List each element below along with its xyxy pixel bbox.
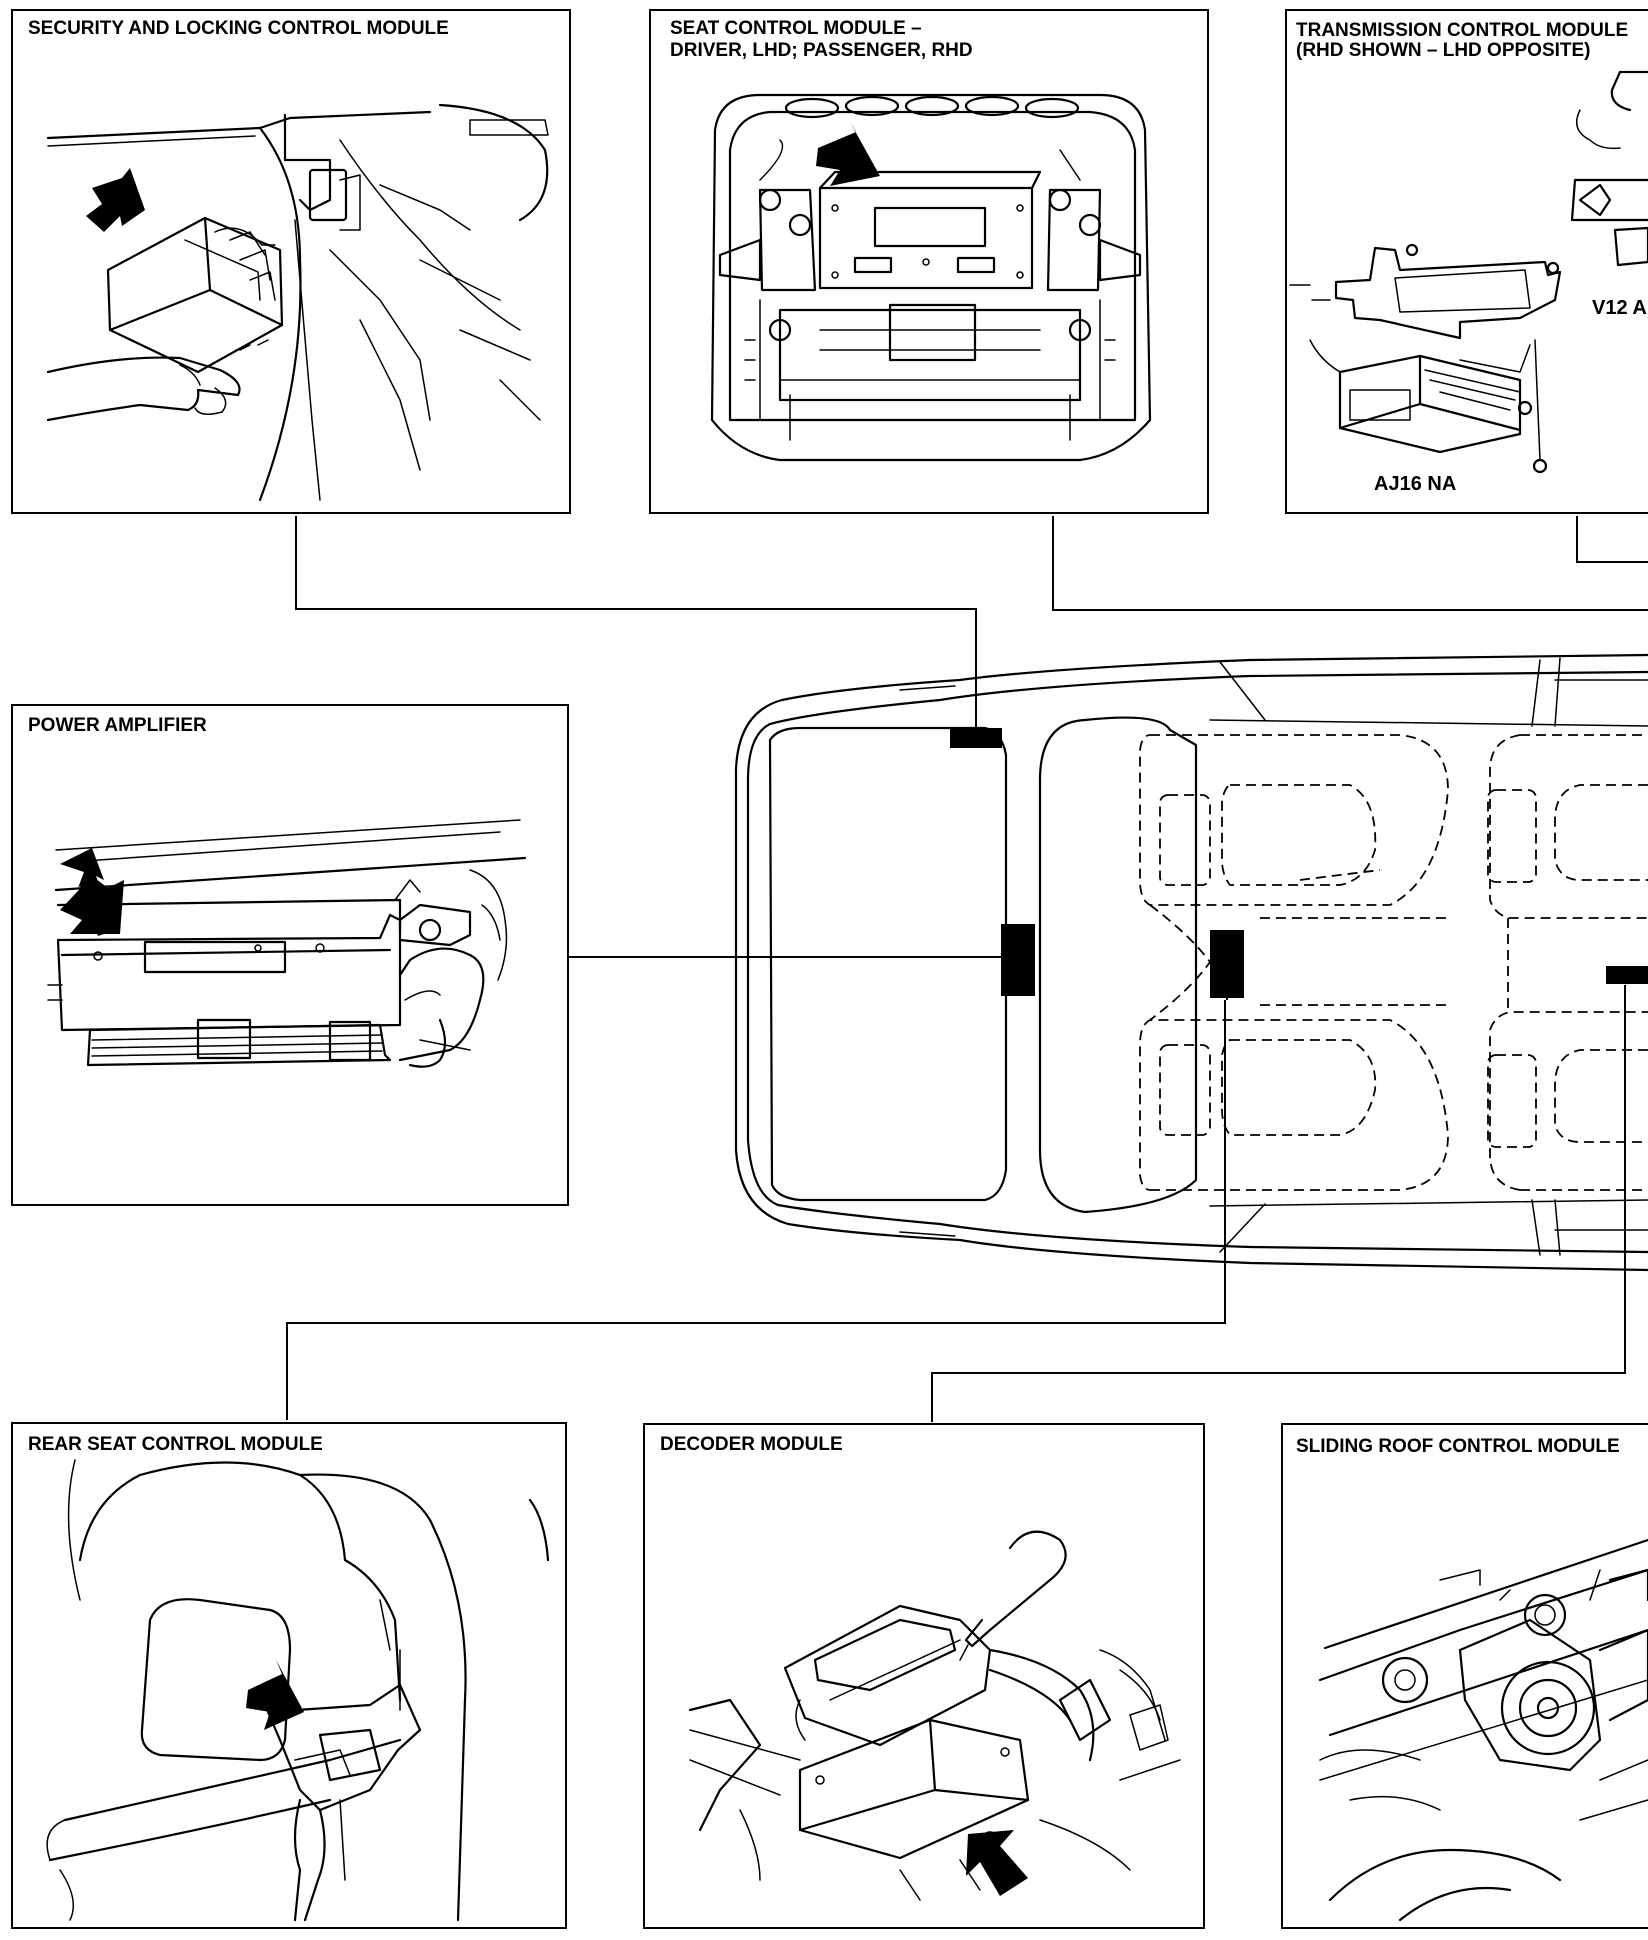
door-line-bot-1 (1219, 1203, 1266, 1253)
door-line-top-3 (1554, 657, 1561, 727)
front-seat-left (1139, 734, 1449, 906)
pointer-arrow-icon (246, 1660, 304, 1730)
panel-title: POWER AMPLIFIER (28, 715, 207, 736)
door-line-bot-3 (1554, 1199, 1561, 1256)
front-bumper-line-top (899, 685, 956, 691)
panel-transmission-module: TRANSMISSION CONTROL MODULE (RHD SHOWN –… (1285, 9, 1648, 514)
panel-title-line-1: SEAT CONTROL MODULE – (670, 18, 922, 39)
leader-seat (1052, 516, 1648, 611)
variant-label-aj16: AJ16 NA (1374, 473, 1456, 495)
pointer-arrow-icon (60, 876, 124, 934)
car-top-view (734, 653, 1648, 1272)
rear-seat-left (1489, 734, 1648, 919)
cabin-outline (1038, 716, 1198, 1214)
decoder-illustration (688, 1530, 1181, 1901)
front-seat-right-cushion (1221, 1039, 1377, 1136)
transmission-module-illustration: V12 A AJ16 NA (1289, 70, 1648, 495)
module-location-marker-icon (1606, 966, 1648, 984)
panel-frame (1281, 1423, 1648, 1929)
panel-title: SECURITY AND LOCKING CONTROL MODULE (28, 18, 449, 39)
leader-rear-seat (286, 1000, 1226, 1420)
amplifier-illustration (47, 819, 527, 1068)
leader-transmission (1576, 516, 1648, 563)
front-seat-right-head (1159, 1044, 1211, 1136)
rear-seat-illustration (46, 1459, 550, 1922)
panel-title: REAR SEAT CONTROL MODULE (28, 1434, 323, 1455)
front-seat-left-cushion (1221, 784, 1377, 886)
car-body-inner-outline (746, 670, 1648, 1254)
roof-rail-bottom (1209, 1199, 1648, 1207)
module-location-marker-icon (950, 728, 1002, 748)
sliding-roof-illustration (1318, 1538, 1648, 1922)
door-line-top-1 (1219, 661, 1266, 721)
roof-rail-top (1209, 719, 1648, 727)
panel-power-amplifier: POWER AMPLIFIER (11, 704, 569, 1206)
panel-frame (11, 9, 571, 514)
module-location-marker-icon (1001, 924, 1035, 996)
panel-frame (1285, 9, 1648, 514)
leader-lines (286, 516, 1648, 1422)
panel-rear-seat-module: REAR SEAT CONTROL MODULE (11, 1422, 567, 1929)
module-location-marker-icon (1210, 930, 1244, 998)
center-console (1149, 904, 1212, 1021)
door-line-bot-2 (1531, 1199, 1541, 1256)
panel-title-line-1: TRANSMISSION CONTROL MODULE (1296, 20, 1628, 41)
panel-title-line-2: DRIVER, LHD; PASSENGER, RHD (670, 40, 973, 61)
front-seat-right (1139, 1019, 1449, 1191)
pointer-arrow-icon (86, 168, 145, 232)
pointer-arrow-icon (966, 1830, 1028, 1896)
rear-seat-right-head (1487, 1054, 1537, 1148)
panel-seat-module: SEAT CONTROL MODULE – DRIVER, LHD; PASSE… (649, 9, 1209, 514)
windscreen (768, 726, 1008, 1202)
panel-frame (643, 1423, 1205, 1929)
rear-seat-left-head (1487, 789, 1537, 883)
front-bumper-line-bottom (899, 1231, 956, 1237)
panel-sliding-roof-module: SLIDING ROOF CONTROL MODULE (1281, 1423, 1648, 1929)
pointer-arrow-icon (816, 122, 880, 186)
console-diag-1 (1299, 869, 1381, 881)
panel-security-module: SECURITY AND LOCKING CONTROL MODULE (11, 9, 571, 514)
door-line-top-2 (1531, 659, 1541, 727)
panel-decoder-module: DECODER MODULE (643, 1423, 1205, 1929)
car-body-outline (734, 653, 1648, 1272)
rear-seat-right-cushion (1554, 1049, 1648, 1143)
panel-title-line-2: (RHD SHOWN – LHD OPPOSITE) (1296, 40, 1591, 61)
panel-title: SLIDING ROOF CONTROL MODULE (1296, 1436, 1620, 1457)
variant-label-v12: V12 A (1592, 297, 1647, 319)
seat-module-illustration (710, 93, 1152, 462)
panel-title: DECODER MODULE (660, 1434, 843, 1455)
leader-decoder (931, 985, 1626, 1422)
rear-seat-left-cushion (1554, 784, 1648, 881)
front-seat-left-head (1159, 794, 1211, 886)
security-module-illustration (46, 103, 549, 502)
leader-security (295, 516, 977, 735)
rear-seat-right (1489, 1011, 1648, 1191)
